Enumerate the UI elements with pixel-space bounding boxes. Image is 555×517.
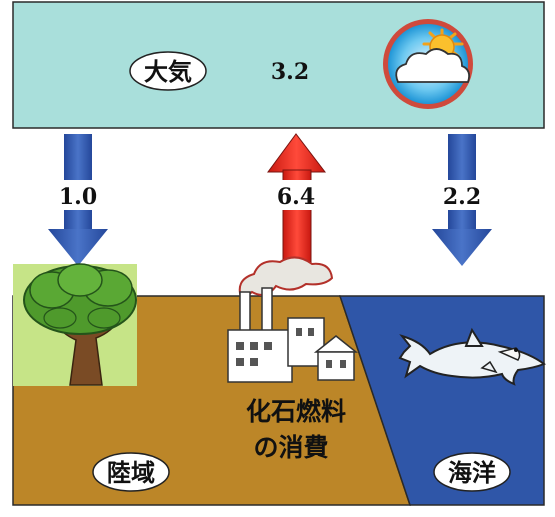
shark-icon — [398, 327, 547, 386]
flow-value-bg — [270, 180, 322, 210]
flow-land-value: 1.0 — [59, 184, 97, 210]
ocean-label: 海洋 — [448, 459, 496, 487]
fossil-caption-line2: の消費 — [253, 433, 328, 462]
factory-icon — [227, 256, 359, 383]
ocean-label-oval: 海洋 — [433, 452, 511, 492]
tree-icon — [13, 263, 137, 386]
land-label-oval: 陸域 — [92, 452, 170, 492]
flow-value-bg — [53, 180, 103, 210]
atmosphere-label-oval: 大気 — [129, 51, 207, 91]
land-label: 陸域 — [107, 459, 155, 487]
flow-ocean-value: 2.2 — [443, 184, 481, 210]
flow-value-bg — [437, 180, 487, 210]
atmosphere-label: 大気 — [144, 58, 192, 86]
flow-fossil-value: 6.4 — [277, 184, 315, 210]
atmosphere-value: 3.2 — [271, 59, 309, 85]
sun-cloud-icon — [383, 19, 473, 109]
fossil-caption-line1: 化石燃料 — [246, 397, 346, 426]
